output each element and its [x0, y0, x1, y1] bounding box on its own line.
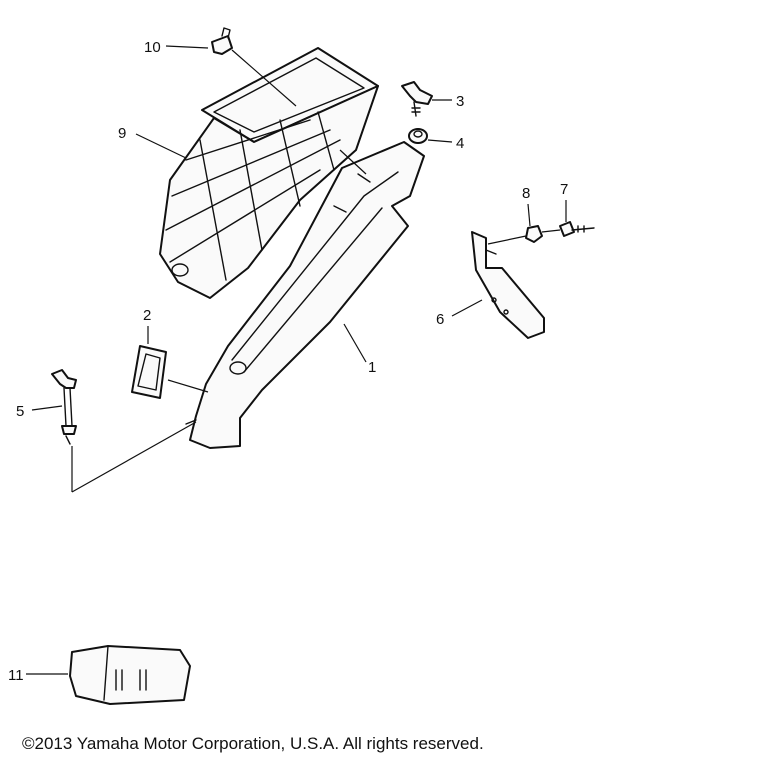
- part-6-bracket: [471, 231, 545, 339]
- callout-9: 9: [118, 125, 126, 142]
- part-8-nut: [525, 225, 543, 243]
- part-3-wing-bolt: [401, 81, 433, 117]
- part-10-clip: [211, 27, 233, 55]
- callout-3: 3: [456, 93, 464, 110]
- callout-7: 7: [560, 181, 568, 198]
- callout-8: 8: [522, 185, 530, 202]
- callout-6: 6: [436, 311, 444, 328]
- part-9-air-duct: [159, 47, 379, 299]
- callout-11: 11: [8, 667, 24, 684]
- callout-1: 1: [368, 359, 376, 376]
- part-5-screw: [51, 369, 77, 445]
- callout-5: 5: [16, 403, 24, 420]
- callout-4: 4: [456, 135, 464, 152]
- copyright-notice: ©2013 Yamaha Motor Corporation, U.S.A. A…: [22, 734, 484, 753]
- callout-10: 10: [144, 39, 161, 56]
- part-4-washer: [408, 128, 428, 144]
- part-2-grommet: [131, 345, 167, 399]
- part-7-screw: [559, 221, 595, 237]
- part-1-cover: [185, 141, 425, 449]
- leader-lines: [26, 45, 567, 675]
- callout-2: 2: [143, 307, 151, 324]
- part-11-case: [69, 645, 191, 705]
